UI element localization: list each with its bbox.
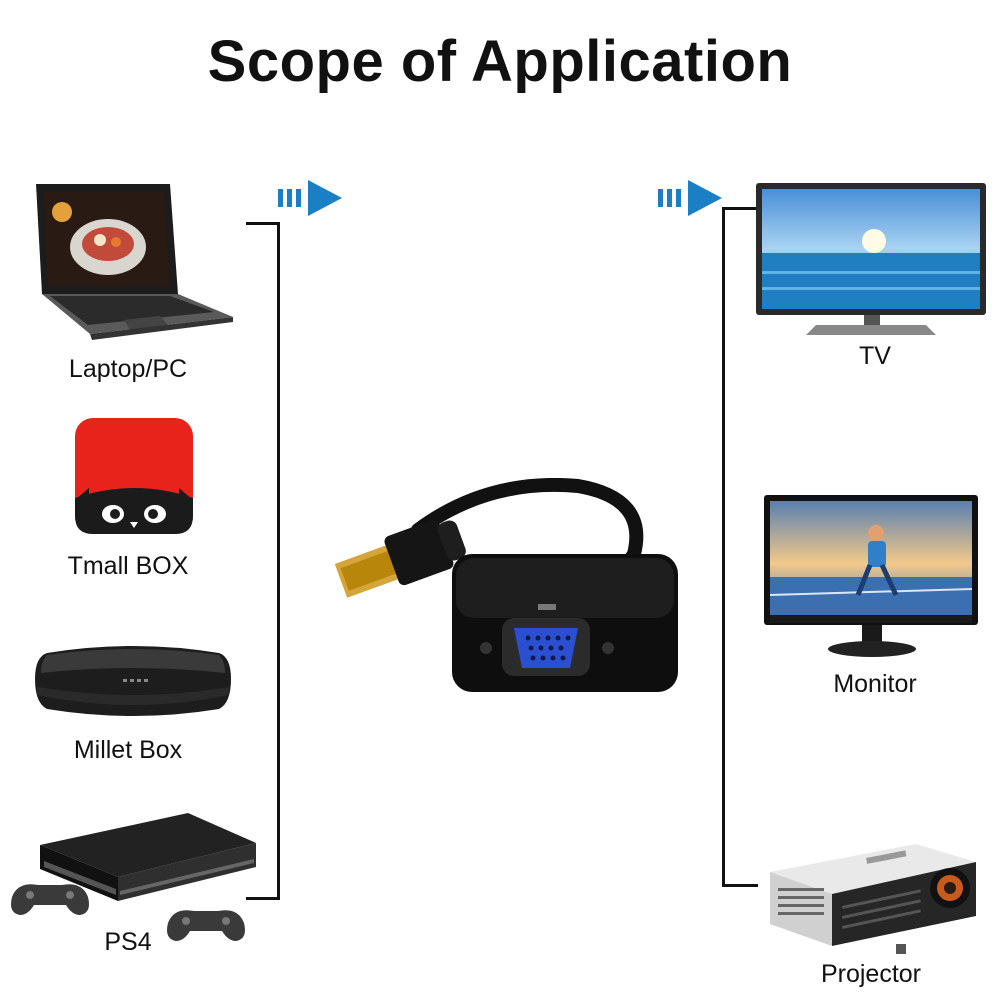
millet-box-icon xyxy=(33,643,233,721)
display-label-tv: TV xyxy=(859,342,891,370)
display-label-projector: Projector xyxy=(820,960,922,988)
right-arrow-icon xyxy=(658,180,724,216)
source-label-ps4: PS4 xyxy=(104,928,152,956)
source-label-tmall: Tmall BOX xyxy=(67,552,189,580)
display-label-monitor: Monitor xyxy=(833,670,917,698)
left-arrow-icon xyxy=(278,180,344,216)
laptop-icon xyxy=(28,182,238,347)
monitor-icon xyxy=(764,495,980,661)
source-label-millet: Millet Box xyxy=(73,736,183,764)
tmall-box-icon xyxy=(75,418,195,536)
left-bracket xyxy=(246,222,280,900)
ps4-console-icon xyxy=(8,805,258,955)
hdmi-to-vga-adapter-icon xyxy=(318,478,688,698)
projector-icon xyxy=(766,836,980,956)
page-title: Scope of Application xyxy=(207,29,793,94)
right-bracket xyxy=(722,207,758,887)
tv-icon xyxy=(756,183,988,337)
source-label-laptop: Laptop/PC xyxy=(68,355,188,383)
